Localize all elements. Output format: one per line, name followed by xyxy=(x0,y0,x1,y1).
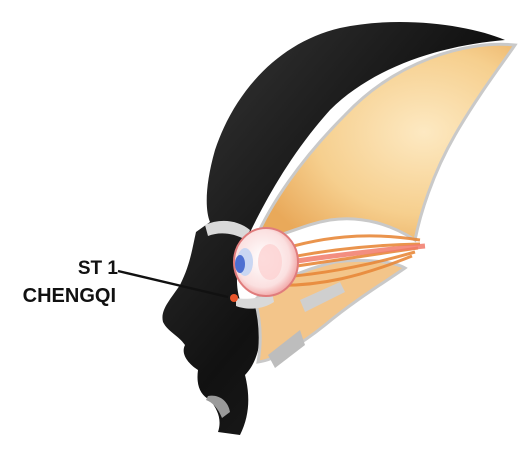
acupoint-dot-icon[interactable] xyxy=(230,294,238,302)
eyeball-icon xyxy=(234,228,298,296)
acupoint-code-label: ST 1 xyxy=(40,258,118,280)
acupoint-name-label: CHENGQI xyxy=(2,285,116,308)
